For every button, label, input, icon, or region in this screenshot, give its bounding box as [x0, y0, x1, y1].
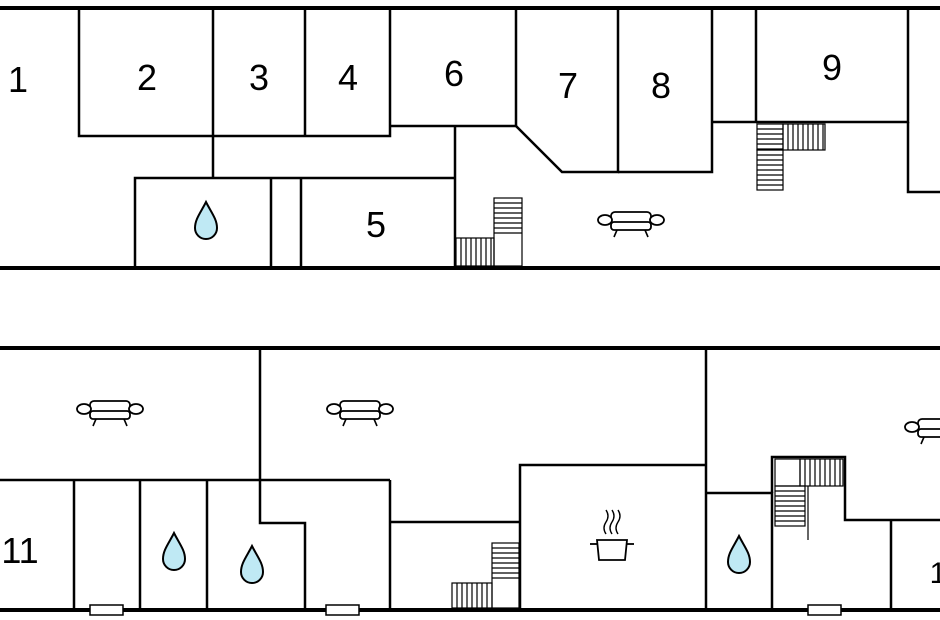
room-label-1: 1 — [8, 59, 28, 100]
room-label-2: 2 — [137, 57, 157, 98]
room-label-partial: 1 — [930, 557, 940, 590]
staircase-icon — [451, 542, 520, 609]
sofa-icon — [326, 400, 394, 427]
room-label-9: 9 — [822, 47, 842, 88]
room-label-3: 3 — [249, 57, 269, 98]
window-icon — [807, 604, 842, 616]
water-drop-icon — [240, 545, 264, 584]
staircase-icon — [455, 197, 523, 267]
window-icon — [89, 604, 124, 616]
room-label-8: 8 — [651, 65, 671, 106]
room-label-11: 11 — [1, 530, 38, 571]
lower-floor: 11 1 — [0, 346, 940, 616]
water-drop-icon — [162, 532, 186, 571]
sofa-icon — [76, 400, 144, 427]
room-label-7: 7 — [558, 65, 578, 106]
window-icon — [325, 604, 360, 616]
sofa-icon — [597, 211, 665, 238]
room-label-6: 6 — [444, 53, 464, 94]
upper-floor: 1 2 3 4 5 6 7 8 9 — [0, 6, 940, 270]
room-label-5: 5 — [366, 204, 386, 245]
room-label-4: 4 — [338, 57, 358, 98]
sofa-icon — [904, 418, 940, 445]
water-drop-icon — [194, 201, 218, 240]
cooking-pot-icon — [590, 509, 634, 561]
water-drop-icon — [727, 535, 751, 574]
staircase-icon — [774, 458, 844, 527]
staircase-icon — [756, 123, 826, 191]
